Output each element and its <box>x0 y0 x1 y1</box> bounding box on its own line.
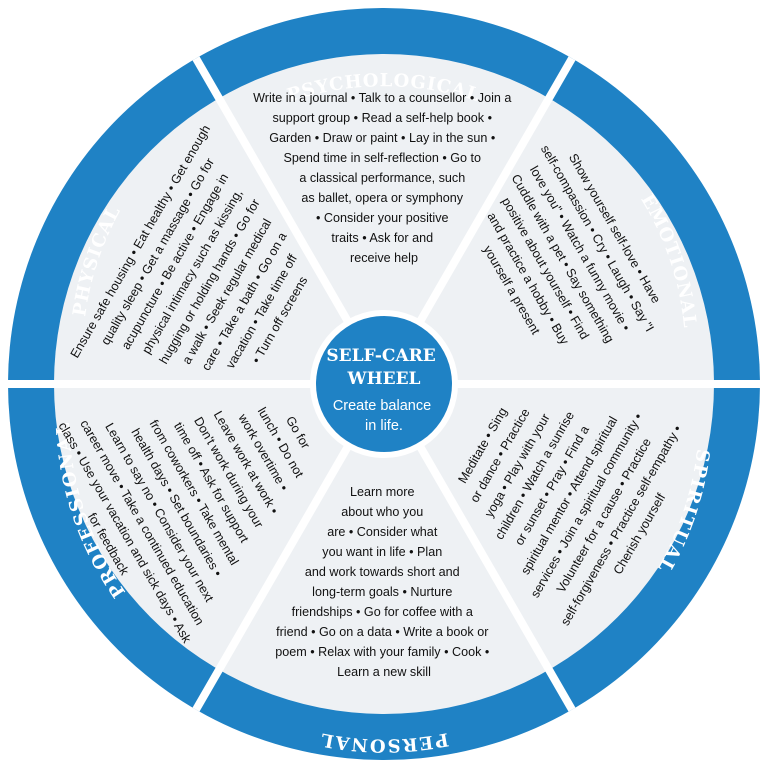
personal-text: Learn more about who you are • Consider … <box>275 485 493 679</box>
center-title: SELF-CARE WHEEL <box>326 346 441 389</box>
segment-line: you want in life • Plan <box>322 545 442 559</box>
segment-line: and work towards short and <box>305 565 460 579</box>
segment-line: Learn more <box>350 485 414 499</box>
center-subtitle-line: in life. <box>365 418 403 434</box>
psychological-text: Write in a journal • Talk to a counsello… <box>253 91 515 265</box>
segment-line: as ballet, opera or symphony <box>301 191 463 205</box>
segment-line: are • Consider what <box>327 525 438 539</box>
segment-line: Learn a new skill <box>337 665 431 679</box>
segment-line: receive help <box>350 251 418 265</box>
center-badge: SELF-CARE WHEEL Create balance in life. <box>310 310 458 458</box>
segment-line: about who you <box>341 505 423 519</box>
segment-line: friendships • Go for coffee with a <box>292 605 473 619</box>
segment-line: poem • Relax with your family • Cook • <box>275 645 489 659</box>
center-subtitle: Create balance in life. <box>333 398 435 434</box>
segment-line: Garden • Draw or paint • Lay in the sun … <box>269 131 495 145</box>
segment-line: friend • Go on a data • Write a book or <box>276 625 488 639</box>
segment-line: long-term goals • Nurture <box>312 585 452 599</box>
center-title-line: SELF-CARE <box>326 346 435 366</box>
center-title-line: WHEEL <box>346 369 420 389</box>
center-subtitle-line: Create balance <box>333 398 431 414</box>
segment-line: a classical performance, such <box>299 171 465 185</box>
segment-line: Write in a journal • Talk to a counsello… <box>253 91 511 105</box>
center-circle <box>316 316 452 452</box>
segment-line: Spend time in self-reflection • Go to <box>283 151 481 165</box>
segment-line: traits • Ask for and <box>331 231 433 245</box>
segment-line: support group • Read a self-help book • <box>272 111 492 125</box>
segment-line: • Consider your positive <box>316 211 449 225</box>
